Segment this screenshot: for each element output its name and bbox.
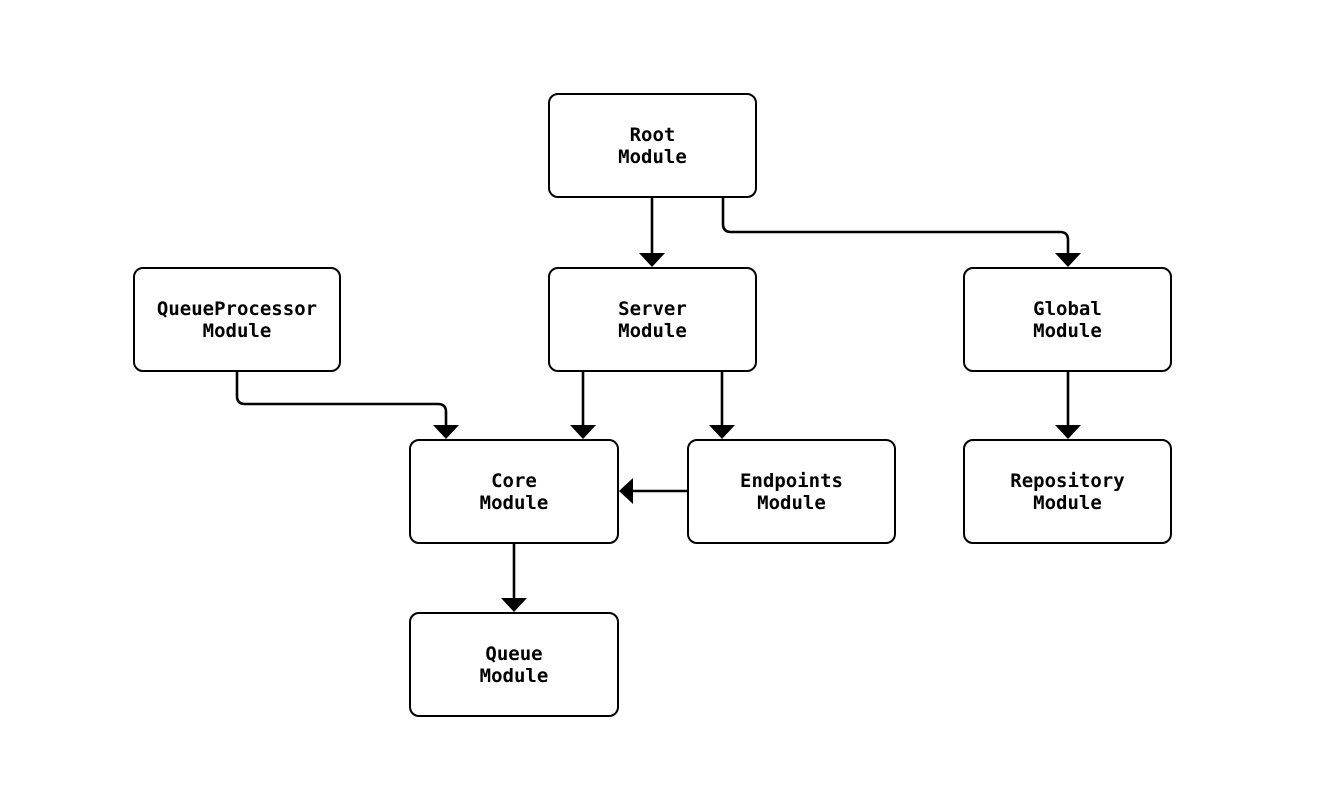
node-endpoints-module: Endpoints Module [687,439,896,544]
arrowhead-server-to-endpoints [709,425,735,439]
node-label: Core Module [479,469,549,514]
node-repository-module: Repository Module [963,439,1172,544]
node-queue-module: Queue Module [409,612,619,717]
arrowhead-global-to-repository [1055,425,1081,439]
node-label: Endpoints Module [740,469,843,514]
arrowhead-root-to-server [639,253,665,267]
node-server-module: Server Module [548,267,757,372]
node-core-module: Core Module [409,439,619,544]
node-label: Root Module [618,123,687,168]
edge-queueprocessor-to-core [235,372,448,427]
arrowhead-core-to-queue [501,598,527,612]
node-label: QueueProcessor Module [156,297,318,342]
arrowhead-server-to-core [570,425,596,439]
node-queueprocessor-module: QueueProcessor Module [133,267,341,372]
node-global-module: Global Module [963,267,1172,372]
node-label: Server Module [618,297,687,342]
node-label: Repository Module [1010,469,1125,514]
node-root-module: Root Module [548,93,757,198]
node-label: Global Module [1033,297,1102,342]
arrowhead-queueprocessor-to-core [433,425,459,439]
arrowhead-root-to-global [1055,253,1081,267]
arrowhead-endpoints-to-core [619,478,633,504]
node-label: Queue Module [479,642,549,687]
edge-root-to-global [721,198,1070,255]
